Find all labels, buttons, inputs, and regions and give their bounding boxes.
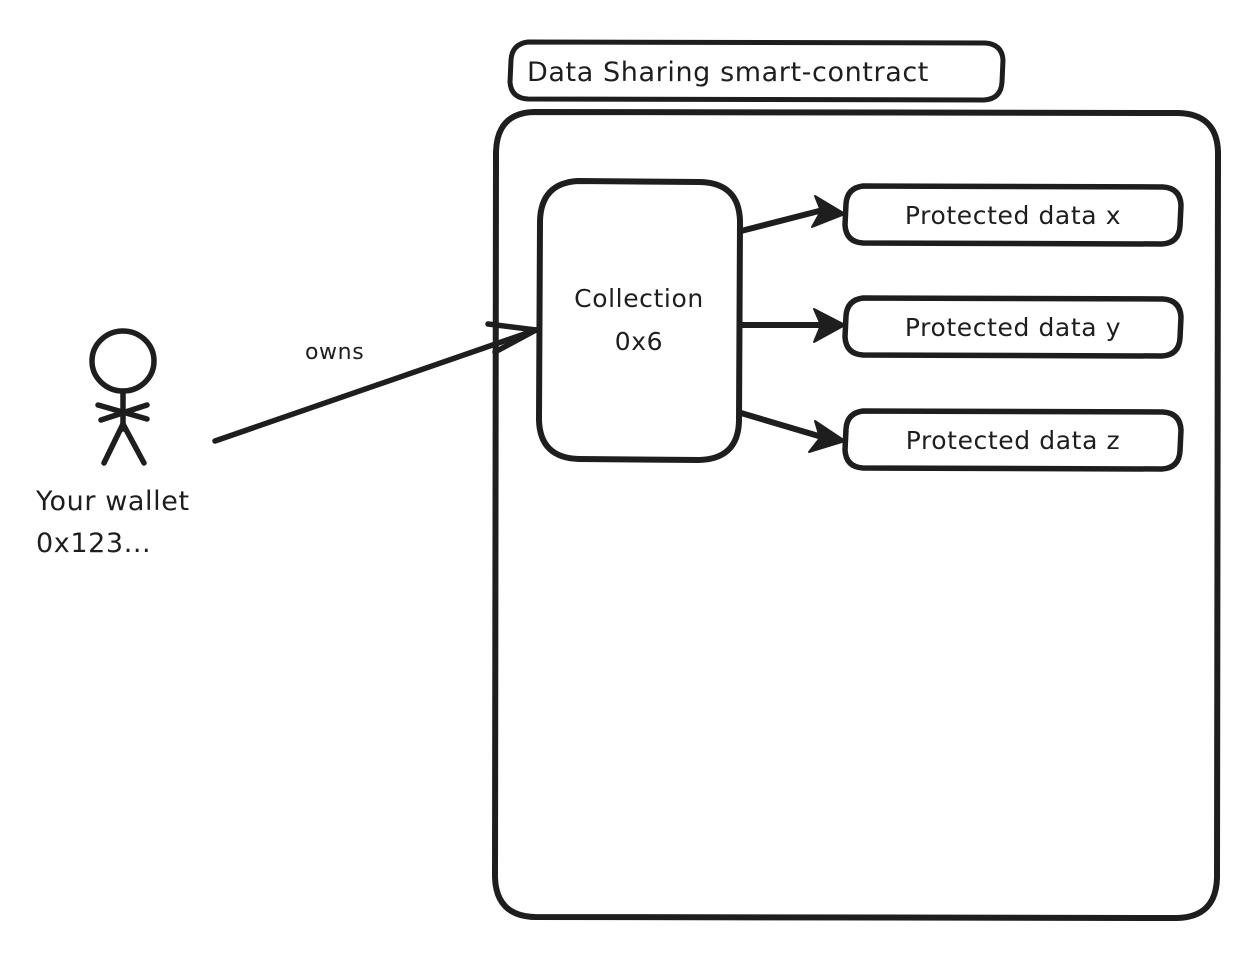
wallet-label-line1: Your wallet: [35, 486, 190, 517]
arrow-to-protected-data-x[interactable]: [738, 195, 846, 234]
smart-contract-title-box[interactable]: [507, 39, 1006, 103]
protected-data-box-z[interactable]: [842, 408, 1184, 472]
owns-arrow[interactable]: [212, 321, 539, 444]
wallet-label-line2: 0x123...: [36, 528, 151, 559]
protected-data-label-x: Protected data x: [905, 201, 1121, 230]
protected-data-box-x[interactable]: [842, 183, 1184, 247]
owns-arrow-label: owns: [305, 340, 364, 365]
protected-data-box-y[interactable]: [842, 295, 1184, 359]
collection-label-line2: 0x6: [615, 327, 663, 356]
smart-contract-title: Data Sharing smart-contract: [527, 57, 929, 88]
stick-figure-icon: [89, 328, 157, 466]
protected-data-label-y: Protected data y: [905, 313, 1121, 342]
arrow-to-protected-data-y[interactable]: [738, 308, 846, 343]
collection-label-line1: Collection: [574, 284, 704, 313]
arrow-to-protected-data-z[interactable]: [738, 410, 846, 453]
collection-box[interactable]: [536, 178, 743, 463]
protected-data-label-z: Protected data z: [906, 426, 1121, 455]
